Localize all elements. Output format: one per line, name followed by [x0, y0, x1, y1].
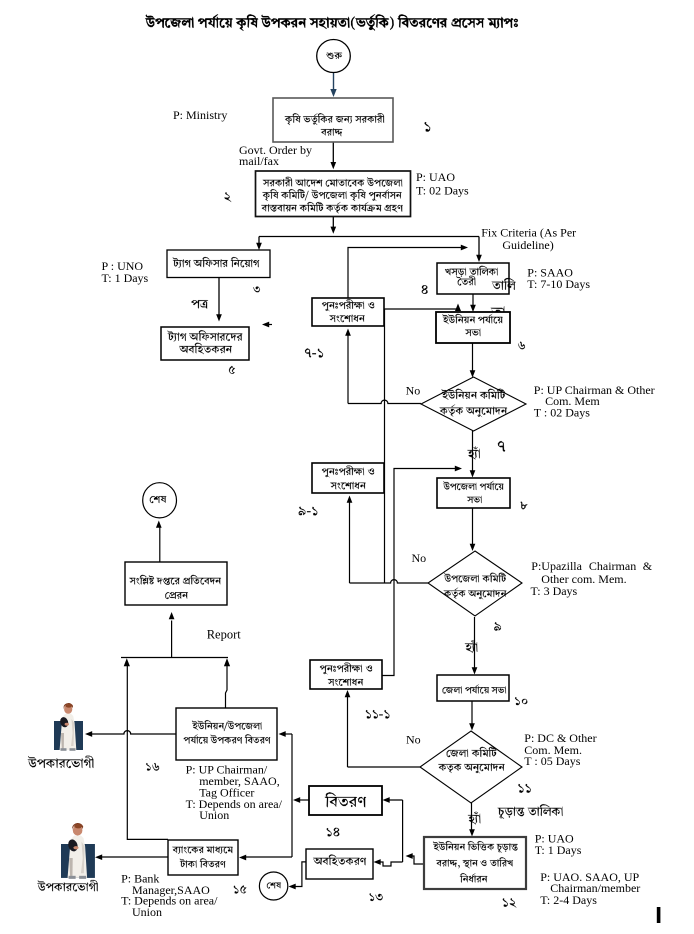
svg-text:Com. Mem: Com. Mem — [545, 394, 600, 408]
svg-text:P: UP Chairman & Other: P: UP Chairman & Other — [534, 383, 655, 397]
svg-text:&: & — [643, 559, 653, 573]
svg-text:Union: Union — [199, 808, 229, 822]
svg-text:No: No — [406, 733, 421, 747]
svg-text:P: Bank: P: Bank — [121, 872, 159, 886]
svg-text:T: 7-10 Days: T: 7-10 Days — [527, 277, 590, 291]
svg-text:T : 02 Days: T : 02 Days — [534, 406, 590, 420]
svg-text:Union: Union — [132, 905, 162, 919]
svg-text:No: No — [406, 384, 421, 398]
svg-text:Report: Report — [207, 628, 242, 642]
svg-text:T: Depends on area/: T: Depends on area/ — [186, 797, 283, 811]
svg-text:Chairman/member: Chairman/member — [550, 881, 640, 895]
svg-text:P: UP Chairman/: P: UP Chairman/ — [186, 762, 268, 776]
svg-text:Com. Mem.: Com. Mem. — [524, 743, 582, 757]
svg-text:Chairman: Chairman — [589, 559, 636, 573]
svg-text:Manager,SAAO: Manager,SAAO — [132, 883, 210, 897]
svg-text:P : UNO: P : UNO — [102, 259, 144, 273]
svg-text:T: 1 Days: T: 1 Days — [102, 271, 149, 285]
svg-text:mail/fax: mail/fax — [239, 154, 279, 168]
svg-text:Govt. Order by: Govt. Order by — [239, 143, 312, 157]
svg-text:P: SAAO: P: SAAO — [527, 265, 573, 279]
svg-text:Other com. Mem.: Other com. Mem. — [541, 572, 626, 586]
svg-text:T: 3 Days: T: 3 Days — [531, 584, 578, 598]
svg-text:Guideline): Guideline) — [502, 238, 553, 252]
svg-text:No: No — [412, 551, 427, 565]
svg-text:Tag Officer: Tag Officer — [199, 786, 254, 800]
svg-text:T: 2-4 Days: T: 2-4 Days — [540, 893, 597, 907]
svg-text:P: UAO. SAAO, UP: P: UAO. SAAO, UP — [540, 870, 639, 884]
svg-text:P: UAO: P: UAO — [416, 170, 455, 184]
svg-text:T: 02 Days: T: 02 Days — [416, 184, 469, 198]
svg-text:P: UAO: P: UAO — [535, 832, 574, 846]
svg-text:member, SAAO,: member, SAAO, — [199, 774, 280, 788]
svg-text:P:Upazilla: P:Upazilla — [531, 559, 582, 573]
svg-text:P: Ministry: P: Ministry — [173, 108, 227, 122]
svg-text:Fix Criteria (As Per: Fix Criteria (As Per — [481, 226, 576, 240]
svg-text:T : 05 Days: T : 05 Days — [524, 754, 580, 768]
svg-text:T: 1 Days: T: 1 Days — [535, 843, 582, 857]
svg-text:P: DC & Other: P: DC & Other — [524, 731, 596, 745]
svg-text:T: Depends on area/: T: Depends on area/ — [121, 894, 218, 908]
